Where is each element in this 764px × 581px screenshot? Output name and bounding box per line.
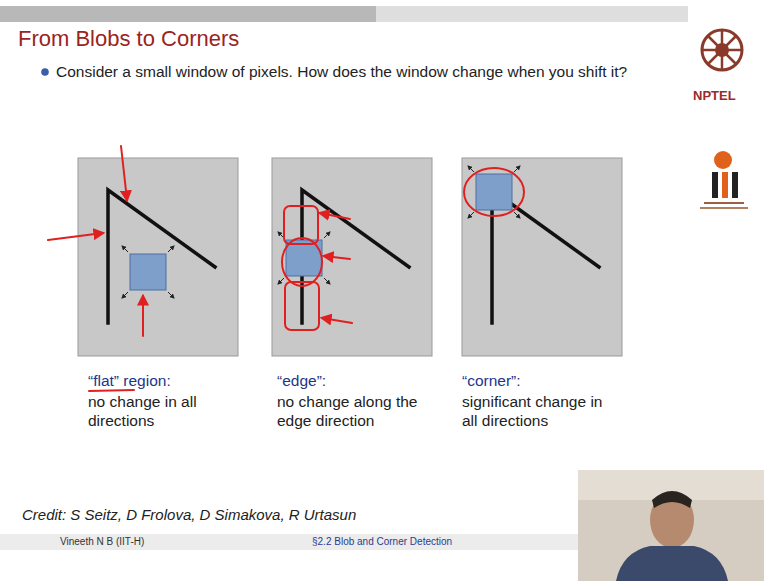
caption-body: significant change in all directions [462,392,618,430]
panel-illustration [78,158,622,356]
credit-note: Credit: S Seitz, D Frolova, D Simakova, … [22,506,356,523]
footer-bar [0,534,580,550]
window-panel: “corner”:significant change in all direc… [462,158,622,356]
footer-section: §2.2 Blob and Corner Detection [312,536,452,547]
caption-heading: “flat” region: [88,371,244,390]
caption-heading: “corner”: [462,371,618,390]
pen-annotation [48,146,524,391]
header-bar [376,6,688,22]
caption-heading: “edge”: [277,371,433,390]
window-panel: “edge”:no change along the edge directio… [272,158,432,356]
header-bar [0,6,376,22]
panel-caption: “edge”: no change along the edge directio… [277,371,433,430]
bullet-dot [41,68,49,76]
slide-title: From Blobs to Corners [18,26,239,52]
presenter-video [578,470,764,581]
iith-logo [700,151,748,209]
nptel-logo [702,30,742,70]
bullet-text: Consider a small window of pixels. How d… [56,63,627,81]
caption-body: no change in all directions [88,392,244,430]
logo-text: NPTEL [693,88,736,103]
panel-caption: “flat” region: no change in all direction… [88,371,244,430]
panel-caption: “corner”: significant change in all direc… [462,371,618,430]
footer-author: Vineeth N B (IIT-H) [60,536,144,547]
window-panel: “flat” region:no change in all direction… [78,158,238,356]
caption-body: no change along the edge direction [277,392,433,430]
